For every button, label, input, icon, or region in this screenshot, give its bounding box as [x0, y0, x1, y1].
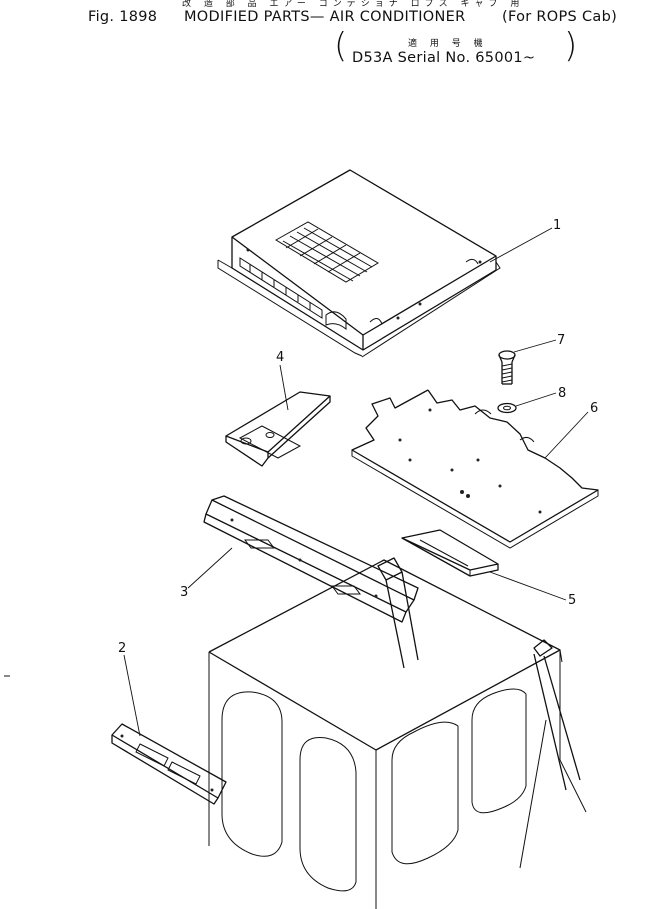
part-7-bolt: [498, 350, 516, 385]
leader-part-8: [515, 392, 557, 407]
japanese-applicable-models: 適 用 号 機: [408, 39, 488, 49]
callout-part-2: 2: [118, 641, 126, 656]
leader-part-1: [489, 227, 553, 263]
part-6-base-plate: [351, 389, 599, 549]
callout-part-5: 5: [568, 593, 576, 608]
right-paren: ): [564, 26, 578, 66]
japanese-title: 改 造 部 品 エアー コンデショナ ロプス キャブ 用: [182, 0, 525, 9]
figure-title: MODIFIED PARTS— AIR CONDITIONER: [184, 9, 466, 25]
part-2-side-plate: [111, 723, 227, 805]
callout-part-4: 4: [276, 350, 284, 365]
part-8-washer: [497, 402, 517, 414]
callout-part-3: 3: [180, 585, 188, 600]
leader-part-5: [489, 571, 567, 601]
part-3-cross-cover: [203, 495, 419, 623]
part-4-bracket: [225, 391, 331, 467]
cab-note: (For ROPS Cab): [502, 9, 618, 25]
leader-part-3: [187, 547, 233, 589]
callout-part-8: 8: [558, 386, 566, 401]
callout-part-7: 7: [557, 333, 565, 348]
rops-cab: [208, 557, 587, 909]
left-paren: (: [334, 26, 348, 66]
leader-part-7: [513, 339, 557, 353]
leader-part-6: [544, 411, 589, 459]
part-1-air-conditioner-unit: [217, 169, 501, 358]
callout-part-1: 1: [553, 218, 561, 233]
leader-part-4: [279, 364, 289, 411]
leader-part-2: [123, 654, 141, 737]
part-5-side-cover: [401, 529, 499, 577]
callout-part-6: 6: [590, 401, 598, 416]
figure-number: Fig. 1898: [88, 9, 158, 25]
serial-range: D53A Serial No. 65001~: [352, 50, 536, 66]
